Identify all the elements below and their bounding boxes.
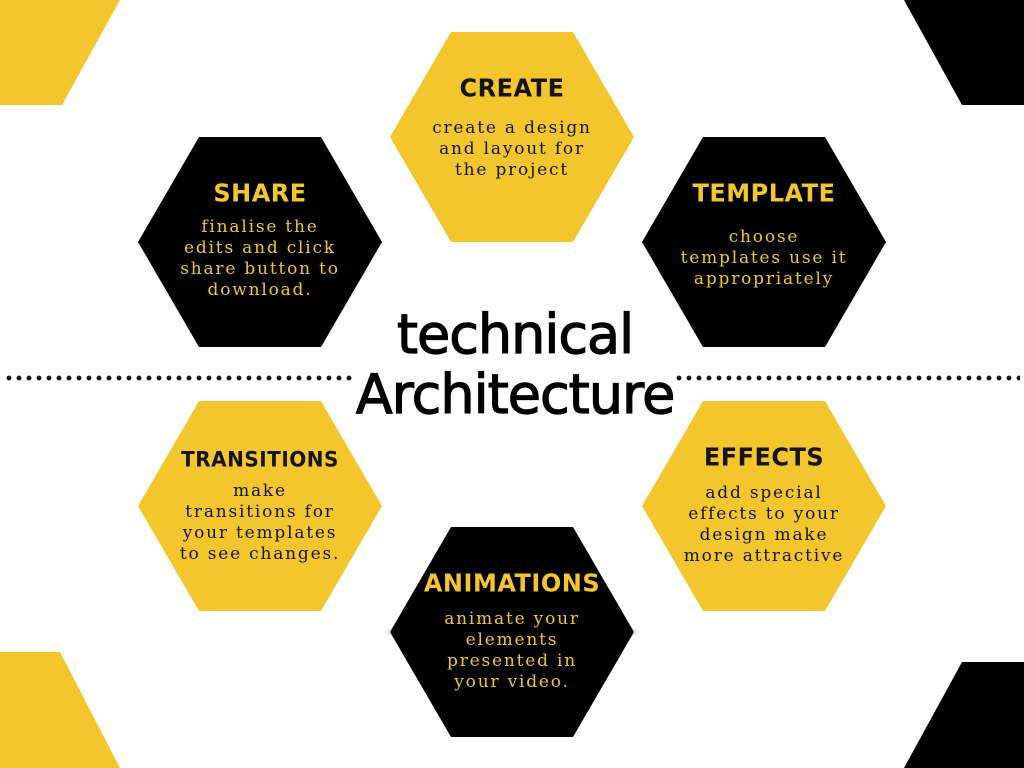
diagram-title: technical Architecture bbox=[335, 303, 695, 426]
hex-transitions-description: make transitions for your templates to s… bbox=[179, 481, 341, 564]
title-line-2: Architecture bbox=[355, 363, 676, 426]
hex-template-description: choose templates use it appropriately bbox=[680, 227, 848, 289]
hex-transitions: TRANSITIONS make transitions for your te… bbox=[138, 401, 382, 611]
hex-animations-description: animate your elements presented in your … bbox=[444, 609, 580, 692]
hex-create-title: CREATE bbox=[459, 73, 565, 103]
hex-effects: EFFECTS add special effects to your desi… bbox=[642, 401, 886, 611]
top-left-corner-shape bbox=[0, 0, 120, 105]
title-line-1: technical bbox=[396, 303, 635, 366]
hex-transitions-title: TRANSITIONS bbox=[181, 446, 339, 472]
hex-template: TEMPLATE choose templates use it appropr… bbox=[642, 137, 886, 347]
top-right-corner-shape bbox=[904, 0, 1024, 105]
hex-effects-title: EFFECTS bbox=[703, 442, 825, 472]
hex-effects-description: add special effects to your design make … bbox=[683, 483, 845, 566]
hex-template-title: TEMPLATE bbox=[692, 178, 836, 208]
divider-right-dotted bbox=[674, 375, 1020, 381]
bottom-right-corner-shape bbox=[904, 662, 1024, 768]
bottom-left-corner-shape bbox=[0, 652, 120, 768]
hex-share-title: SHARE bbox=[213, 178, 307, 208]
divider-left-dotted bbox=[4, 375, 352, 381]
hex-create-description: create a design and layout for the proje… bbox=[432, 118, 592, 180]
hex-share-description: finalise the edits and click share butto… bbox=[180, 217, 340, 300]
hex-create: CREATE create a design and layout for th… bbox=[390, 32, 634, 242]
hex-animations-title: ANIMATIONS bbox=[423, 568, 601, 598]
hex-animations: ANIMATIONS animate your elements present… bbox=[390, 527, 634, 737]
